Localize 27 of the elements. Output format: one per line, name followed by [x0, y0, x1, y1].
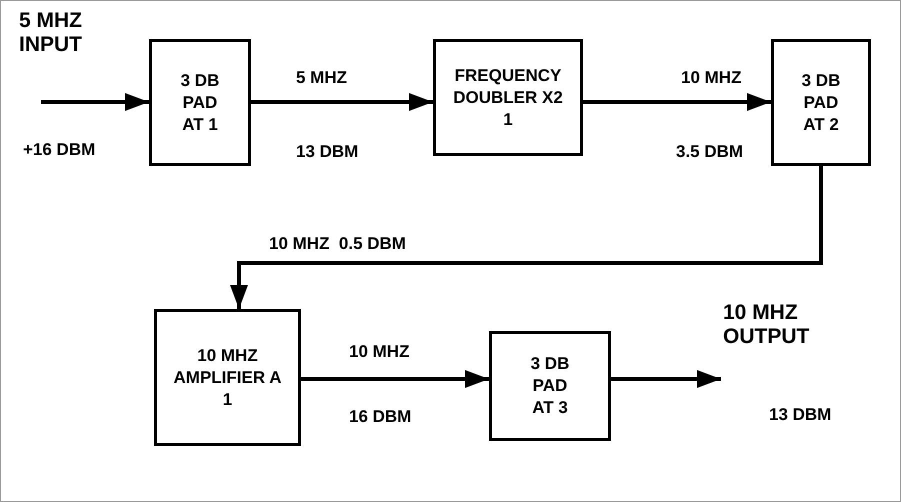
arrow [41, 93, 149, 111]
signal-label: 10 MHZ [681, 67, 742, 89]
block-box [771, 39, 871, 166]
block-label: 3 DB PAD AT 3 [530, 353, 570, 419]
signal-label: 10 MHZ [349, 341, 410, 363]
block-label: FREQUENCY DOUBLER X2 1 [452, 64, 564, 130]
signal-label: 16 DBM [349, 406, 412, 428]
signal-label: 13 DBM [296, 141, 358, 163]
block-box [489, 331, 611, 441]
signal-label: 13 DBM [769, 404, 832, 426]
block-label: 10 MHZ AMPLIFIER A 1 [172, 344, 282, 410]
block-box [433, 39, 583, 156]
signal-label: 5 MHZ [296, 67, 347, 89]
signal-label: +16 DBM [23, 139, 96, 161]
signal-label: 10 MHZ 0.5 DBM [269, 233, 406, 255]
block-box [149, 39, 251, 166]
signal-label: 5 MHZ INPUT [19, 9, 83, 57]
arrow [230, 166, 823, 309]
signal-label: 3.5 DBM [676, 141, 744, 163]
arrow [611, 370, 721, 388]
arrow [251, 93, 433, 111]
block-box [154, 309, 301, 446]
block-label: 3 DB PAD AT 1 [180, 70, 220, 136]
arrow [301, 370, 489, 388]
signal-label: 10 MHZ OUTPUT [723, 301, 810, 349]
arrow [583, 93, 771, 111]
block-label: 3 DB PAD AT 2 [800, 70, 842, 136]
